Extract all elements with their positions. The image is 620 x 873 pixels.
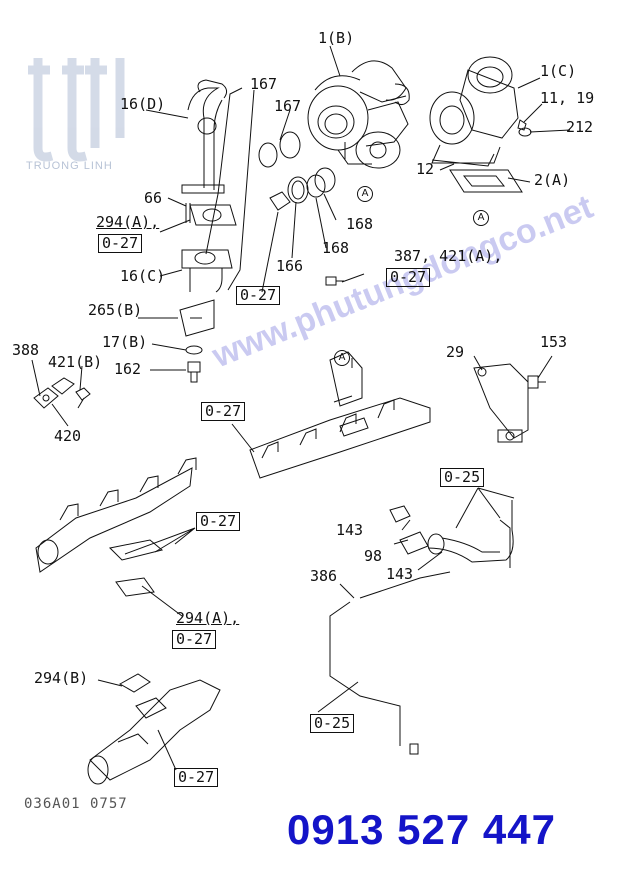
ref-0-25-pipe[interactable]: 0-25 [440,468,485,487]
gasket-small [269,191,291,211]
phone-number: 0913 527 447 [287,806,556,853]
ref-0-27-rear[interactable]: 0-27 [174,768,219,787]
clamp-168a [314,167,336,193]
gasket-lower [115,577,155,597]
callout-420: 420 [54,427,82,445]
washer-17b [185,345,203,355]
callout-1c: 1(C) [540,62,577,80]
callout-153: 153 [540,333,568,351]
bracket-265b [179,299,215,337]
callout-168a: 168 [346,215,374,233]
callout-162: 162 [114,360,142,378]
callout-17b: 17(B) [102,333,148,351]
callout-168b: 168 [322,239,350,257]
ref-0-27-upper[interactable]: 0-27 [98,234,143,253]
pipe-16c [181,249,233,293]
callout-143a: 143 [336,521,364,539]
ref-0-27-manifold[interactable]: 0-27 [201,402,246,421]
gasket-2a [449,169,523,193]
callout-294a-upper: 294(A), [96,213,160,231]
pipe-16d [181,79,228,194]
gasket-upper [189,204,237,226]
ref-0-25-line[interactable]: 0-25 [310,714,355,733]
callout-12: 12 [416,160,435,178]
callout-167b: 167 [274,97,302,115]
callout-2a: 2(A) [534,171,571,189]
ref-0-27-left[interactable]: 0-27 [196,512,241,531]
callout-16c: 16(C) [120,267,166,285]
stud-66 [185,203,191,223]
callout-386: 386 [310,567,338,585]
callout-29: 29 [446,343,465,361]
bolt-162 [187,361,201,383]
callout-143b: 143 [386,565,414,583]
ref-0-27-bolt[interactable]: 0-27 [386,268,431,287]
plug-388-420 [33,377,91,409]
callout-166: 166 [276,257,304,275]
bolt-153 [527,375,546,389]
pipe-assembly [329,500,514,755]
manifold-left [35,457,197,573]
callout-98: 98 [364,547,383,565]
bracket-29 [473,363,529,443]
ring-167b [279,131,301,159]
callout-11-19: 11, 19 [540,89,595,107]
callout-66: 66 [144,189,163,207]
manifold-rear [87,673,221,785]
truong-linh-logo [28,58,125,162]
callout-388: 388 [12,341,40,359]
marker-a-manifold: A [334,350,350,366]
callout-167a: 167 [250,75,278,93]
callout-294b: 294(B) [34,669,89,687]
callout-387: 387, 421(A), [394,247,503,265]
logo-text: TRUONG LINH [26,160,113,172]
clamp-168b [306,174,326,198]
callout-421b: 421(B) [48,353,103,371]
callout-294a-lower: 294(A), [176,609,240,627]
leader-lines [31,45,571,771]
manifold-front [249,351,431,479]
callout-212: 212 [566,118,594,136]
callout-1b: 1(B) [318,29,355,47]
marker-a-turbo: A [357,186,373,202]
document-id: 036A01 0757 [24,796,128,812]
callout-265b: 265(B) [88,301,143,319]
ref-0-27-lower[interactable]: 0-27 [172,630,217,649]
marker-a-gasket: A [473,210,489,226]
turbocharger-1b [307,60,410,169]
callout-16d: 16(D) [120,95,166,113]
bolt-387 [325,276,344,286]
ring-167a [258,142,278,168]
turbocharger-1c [429,56,532,167]
ref-0-27-pipe[interactable]: 0-27 [236,286,281,305]
